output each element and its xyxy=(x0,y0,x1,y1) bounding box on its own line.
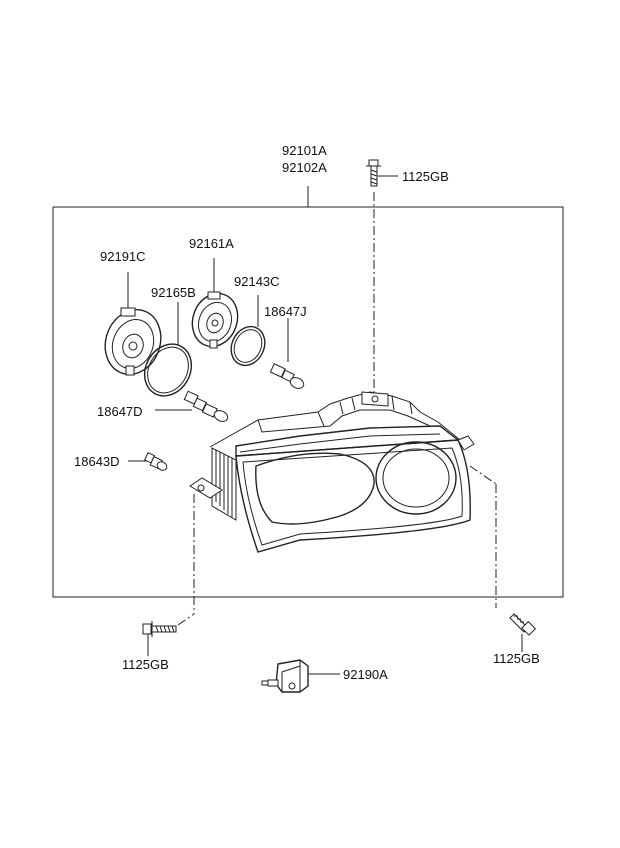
assembly-frame xyxy=(52,186,564,598)
label-92161a: 92161A xyxy=(189,236,234,251)
gasket-92165b-icon xyxy=(143,302,193,397)
label-92165b: 92165B xyxy=(151,285,196,300)
label-18647j: 18647J xyxy=(264,304,307,319)
socket-92191c-icon xyxy=(104,272,162,376)
bulb-18647d-icon xyxy=(155,390,229,422)
bolt-right-icon xyxy=(509,613,537,652)
label-1125gb-top: 1125GB xyxy=(402,169,449,184)
socket-92161a-icon xyxy=(191,258,239,349)
label-1125gb-right: 1125GB xyxy=(493,651,540,666)
bolt-top-icon xyxy=(366,159,398,187)
headlamp-housing-icon xyxy=(189,391,475,553)
right-bolt-centerline xyxy=(469,465,497,485)
label-92102a: 92102A xyxy=(282,160,327,175)
gasket-92143c-icon xyxy=(230,295,266,367)
actuator-92190a-icon xyxy=(261,659,340,693)
label-18643d: 18643D xyxy=(74,454,120,469)
bulb-18647j-icon xyxy=(269,318,305,389)
label-92191c: 92191C xyxy=(100,249,146,264)
label-18647d: 18647D xyxy=(97,404,143,419)
left-bolt-diagonal xyxy=(177,613,195,626)
label-92190a: 92190A xyxy=(343,667,388,682)
label-92101a: 92101A xyxy=(282,143,327,158)
bolt-left-icon xyxy=(142,621,177,656)
bulb-18643d-icon xyxy=(128,452,168,471)
label-92143c: 92143C xyxy=(234,274,280,289)
label-1125gb-left: 1125GB xyxy=(122,657,169,672)
